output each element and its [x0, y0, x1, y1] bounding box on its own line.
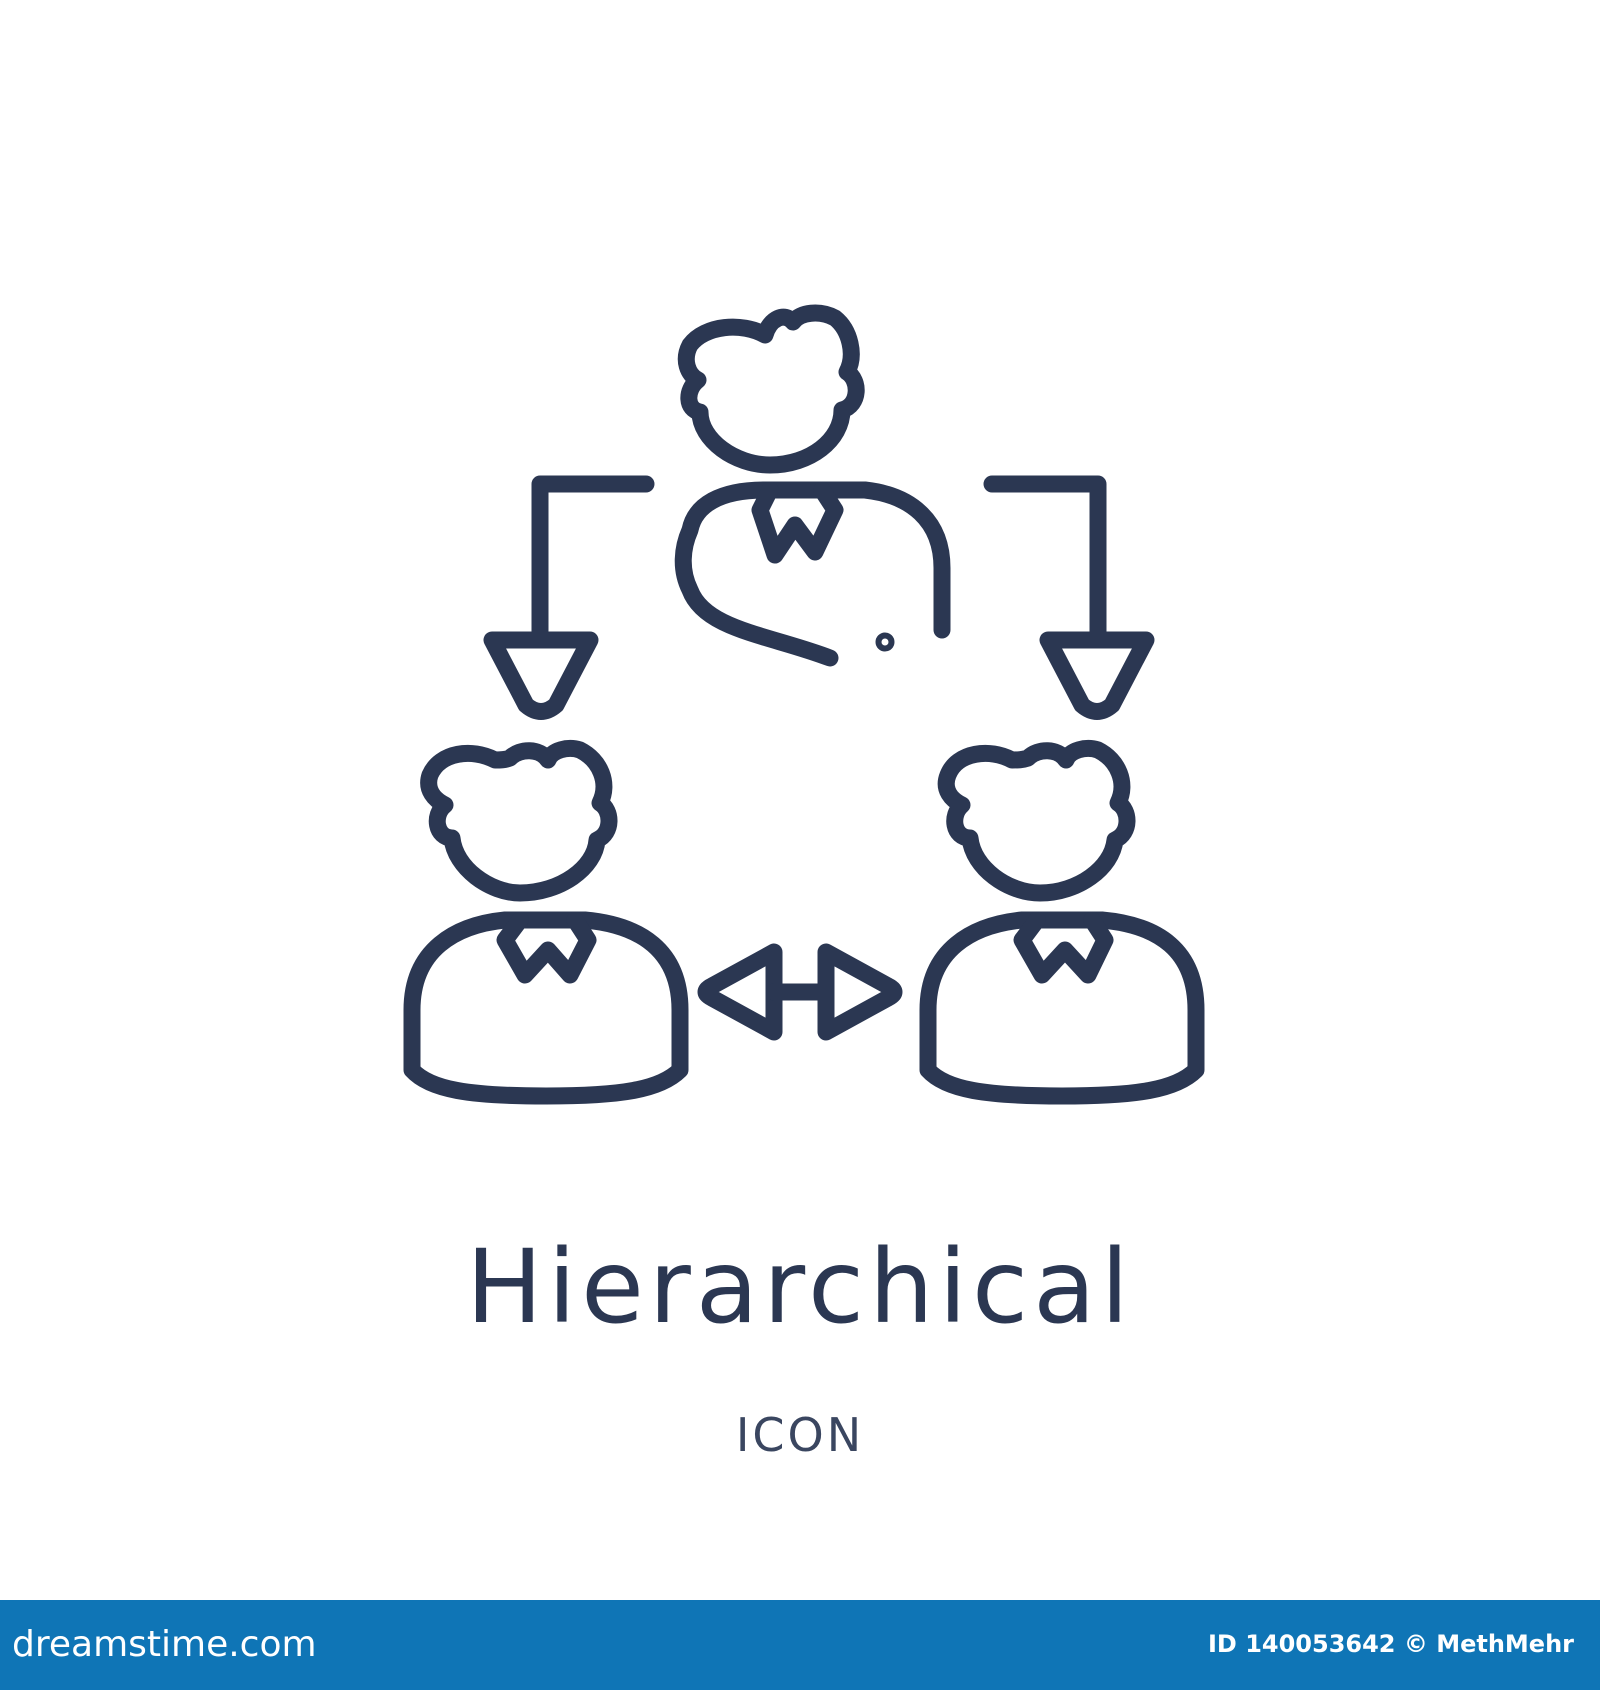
left-person-icon: [403, 739, 689, 1105]
down-arrow-left-icon: [483, 475, 655, 720]
bidirectional-arrow-icon: [697, 943, 903, 1041]
image-credit: ID 140053642 © MethMehr: [1207, 1630, 1574, 1658]
site-logo[interactable]: dreamstime.com: [12, 1624, 317, 1665]
down-arrow-right-icon: [983, 475, 1155, 720]
top-person-icon: [674, 304, 951, 667]
right-person-icon: [919, 739, 1205, 1105]
icon-subtitle: ICON: [735, 1408, 865, 1462]
icon-title: Hierarchical: [466, 1228, 1134, 1347]
footer-bar: dreamstime.com ID 140053642 © MethMehr: [0, 1600, 1600, 1690]
